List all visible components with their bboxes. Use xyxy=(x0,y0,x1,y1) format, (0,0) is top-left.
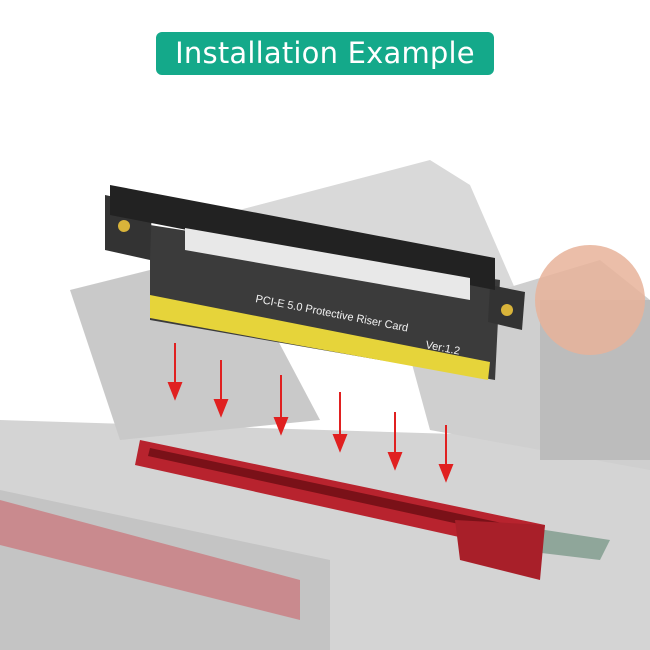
arrow-down-icon xyxy=(438,425,454,483)
arrow-down-icon xyxy=(213,360,229,418)
connector-housing xyxy=(110,185,495,290)
pcie-slot xyxy=(135,440,545,580)
title-badge: Installation Example xyxy=(156,32,494,75)
gold-fingers xyxy=(150,295,490,380)
motherboard-background xyxy=(0,160,650,650)
riser-card: PCI-E 5.0 Protective Riser Card Ver:1.2 xyxy=(105,185,525,380)
arrow-down-icon xyxy=(387,412,403,471)
arrows xyxy=(167,343,454,483)
arrow-down-icon xyxy=(273,375,289,436)
arrow-down-icon xyxy=(167,343,183,401)
secondary-slot xyxy=(0,500,300,620)
arrow-down-icon xyxy=(332,392,348,453)
cpu-fan xyxy=(535,245,645,355)
